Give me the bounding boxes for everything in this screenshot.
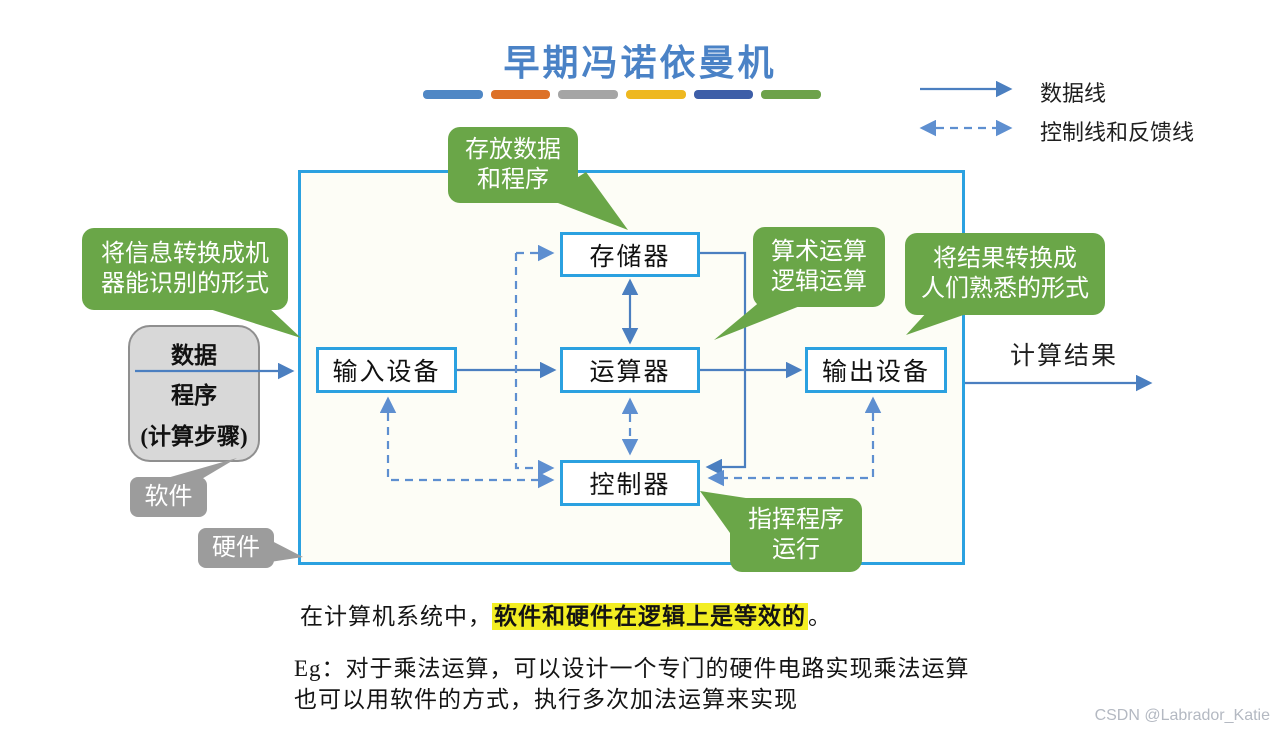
output-device-label: 输出设备 bbox=[821, 359, 930, 386]
convert-output-line1: 将结果转换成 bbox=[933, 246, 1077, 272]
convert-input-line2: 器能识别的形式 bbox=[101, 271, 269, 297]
convert-input-callout: 将信息转换成机 器能识别的形式 bbox=[82, 228, 288, 310]
output-device-box: 输出设备 bbox=[805, 347, 947, 393]
data-label: 数据 bbox=[171, 343, 217, 369]
software-tag: 软件 bbox=[130, 477, 207, 517]
note-equivalence-highlight: 软件和硬件在逻辑上是等效的 bbox=[492, 603, 808, 630]
divider-bar-gray bbox=[558, 90, 619, 99]
command-line2: 运行 bbox=[772, 537, 820, 563]
note-equivalence-suffix: 。 bbox=[808, 604, 832, 629]
store-data-callout: 存放数据 和程序 bbox=[448, 127, 578, 203]
hardware-tag: 硬件 bbox=[198, 528, 274, 568]
page-title: 早期冯诺依曼机 bbox=[503, 43, 777, 83]
data-program-box: 数据 程序 (计算步骤) bbox=[128, 325, 260, 462]
divider-bar-orange bbox=[490, 90, 551, 99]
divider-bar-blue bbox=[423, 90, 483, 99]
compute-result-label: 计算结果 bbox=[1010, 343, 1119, 370]
divider-bar-darkblue bbox=[693, 90, 754, 99]
store-callout-line2: 和程序 bbox=[477, 167, 549, 193]
watermark: CSDN @Labrador_Katie bbox=[1094, 707, 1270, 724]
software-tag-label: 软件 bbox=[144, 484, 193, 510]
arithmetic-line1: 算术运算 bbox=[771, 239, 867, 265]
convert-output-callout: 将结果转换成 人们熟悉的形式 bbox=[905, 233, 1105, 315]
control-unit-label: 控制器 bbox=[589, 472, 671, 499]
note-equivalence: 在计算机系统中，软件和硬件在逻辑上是等效的。 bbox=[300, 597, 832, 631]
memory-box: 存储器 bbox=[560, 232, 700, 277]
divider-bar-green bbox=[761, 90, 822, 99]
arithmetic-line2: 逻辑运算 bbox=[771, 269, 867, 295]
input-device-box: 输入设备 bbox=[316, 347, 457, 393]
store-callout-line1: 存放数据 bbox=[465, 137, 561, 163]
memory-label: 存储器 bbox=[589, 243, 671, 271]
control-unit-box: 控制器 bbox=[560, 460, 700, 506]
alu-label: 运算器 bbox=[589, 359, 671, 386]
convert-output-line2: 人们熟悉的形式 bbox=[921, 276, 1089, 302]
command-line1: 指挥程序 bbox=[748, 507, 844, 533]
note-equivalence-prefix: 在计算机系统中， bbox=[300, 604, 492, 629]
legend-control-line-label: 控制线和反馈线 bbox=[1040, 120, 1195, 145]
divider-bar-yellow bbox=[626, 90, 686, 99]
convert-input-line1: 将信息转换成机 bbox=[101, 241, 269, 267]
legend-data-line-label: 数据线 bbox=[1040, 81, 1107, 106]
alu-box: 运算器 bbox=[560, 347, 700, 393]
note-example-line2: 也可以用软件的方式，执行多次加法运算来实现 bbox=[294, 687, 798, 712]
input-device-label: 输入设备 bbox=[332, 359, 441, 386]
hardware-tag-label: 硬件 bbox=[212, 535, 260, 561]
note-example-line1: Eg：对于乘法运算，可以设计一个专门的硬件电路实现乘法运算 bbox=[294, 656, 970, 681]
command-program-callout: 指挥程序 运行 bbox=[730, 498, 862, 572]
program-label: 程序 bbox=[171, 383, 217, 409]
title-divider-bars bbox=[423, 90, 822, 99]
compute-steps-label: (计算步骤) bbox=[140, 423, 248, 449]
arithmetic-logic-callout: 算术运算 逻辑运算 bbox=[753, 227, 885, 307]
